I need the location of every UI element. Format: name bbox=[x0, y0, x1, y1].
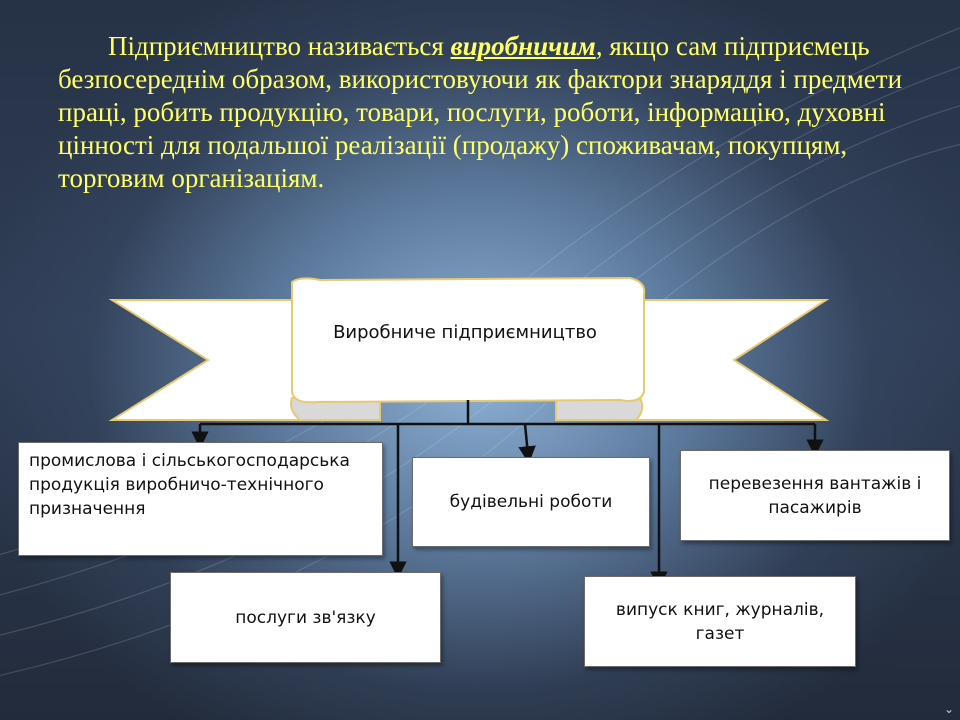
paragraph-part2: , якщо сам підприємець безпосереднім обр… bbox=[58, 31, 903, 193]
node-transport-label: перевезення вантажів і пасажирів bbox=[708, 473, 922, 518]
node-publishing: випуск книг, журналів, газет bbox=[584, 576, 856, 667]
node-construction-works: будівельні роботи bbox=[412, 457, 650, 547]
ribbon-banner bbox=[108, 276, 830, 421]
node-communication-services: послуги зв'язку bbox=[170, 572, 441, 663]
root-node-label: Виробниче підприємництво bbox=[333, 322, 597, 343]
paragraph-highlight: виробничим bbox=[450, 31, 596, 61]
connector-construction bbox=[518, 423, 536, 464]
node-communication-label: послуги зв'язку bbox=[235, 607, 376, 628]
node-publishing-label: випуск книг, журналів, газет bbox=[615, 599, 825, 644]
connectors bbox=[191, 400, 824, 589]
node-industrial-label: промислова і сільськогосподарська продук… bbox=[29, 451, 350, 519]
node-construction-label: будівельні роботи bbox=[449, 492, 613, 512]
corner-chevron-icon: ⌄ bbox=[943, 702, 954, 716]
ribbon-center bbox=[291, 276, 646, 404]
ribbon-left-fold bbox=[290, 397, 381, 421]
definition-paragraph: Підприємництво називається виробничим, я… bbox=[58, 30, 928, 195]
paragraph-part1: Підприємництво називається bbox=[108, 31, 451, 61]
node-industrial-products: промислова і сільськогосподарська продук… bbox=[18, 442, 383, 556]
node-transport: перевезення вантажів і пасажирів bbox=[680, 450, 950, 541]
